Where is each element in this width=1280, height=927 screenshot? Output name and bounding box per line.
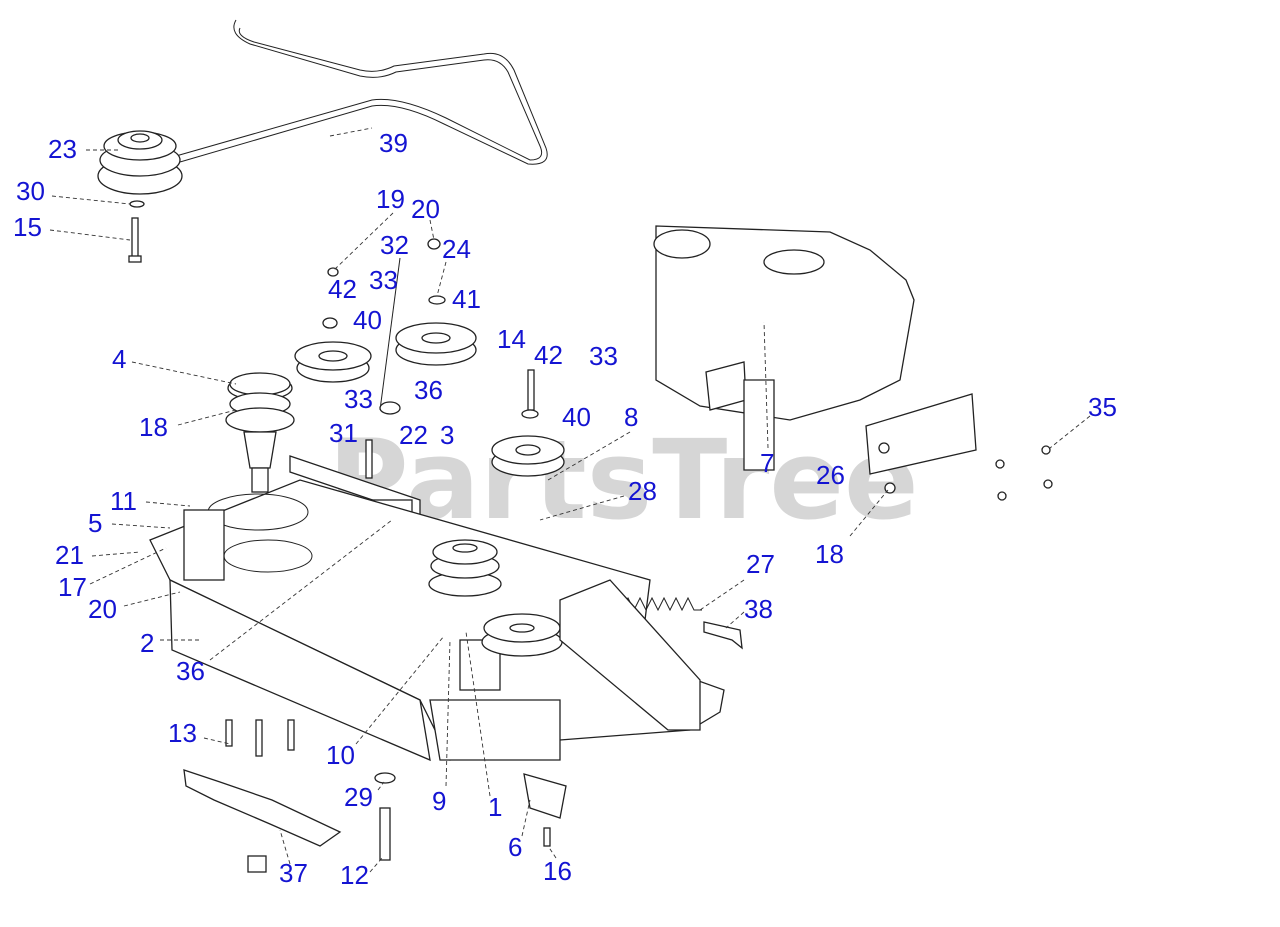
callout-42-left: 42 [328,274,357,304]
callout-40-right: 40 [562,402,591,432]
callout-3: 3 [440,420,454,450]
drive-belt [175,19,548,165]
spindle-center [428,539,502,597]
nut-42-right [521,409,539,419]
bolt-15 [128,217,142,263]
detail-inset [653,225,1053,501]
callout-28: 28 [628,476,657,506]
callout-20-top: 20 [411,194,440,224]
bracket-6 [523,773,567,819]
leader-lines [49,127,1091,873]
callout-18-right: 18 [815,539,844,569]
callout-39: 39 [379,128,408,158]
callout-26: 26 [816,460,845,490]
callout-9: 9 [432,786,446,816]
callout-21: 21 [55,540,84,570]
callout-31: 31 [329,418,358,448]
bolts-13 [225,719,295,757]
washer-29 [374,772,396,784]
nut-42 [322,317,338,329]
callout-33-right: 33 [589,341,618,371]
callout-16: 16 [543,856,572,886]
callout-36-top: 36 [414,375,443,405]
callout-33-mid: 33 [344,384,373,414]
spring-bracket-38 [703,621,743,650]
callout-30: 30 [16,176,45,206]
callout-1: 1 [488,792,502,822]
callout-19: 19 [376,184,405,214]
mower-deck [149,479,725,762]
callout-17: 17 [58,572,87,602]
callout-35: 35 [1088,392,1117,422]
callout-15: 15 [13,212,42,242]
callout-2: 2 [140,628,154,658]
callout-37: 37 [279,858,308,888]
bolt-12 [379,807,391,861]
idler-pulley-40-right [491,435,565,477]
callout-33-top: 33 [369,265,398,295]
callout-32: 32 [380,230,409,260]
callout-12: 12 [340,860,369,890]
callout-24: 24 [442,234,471,264]
side-bracket [559,579,701,731]
blade-37 [183,769,342,873]
callout-13: 13 [168,718,197,748]
bolt-16 [543,827,551,847]
callout-22: 22 [399,420,428,450]
washer-24 [428,295,446,305]
spindle-right [481,613,563,657]
callout-14: 14 [497,324,526,354]
callout-18-left: 18 [139,412,168,442]
callout-27: 27 [746,549,775,579]
washer-30 [129,200,145,208]
nut-20 [427,238,441,250]
callout-5: 5 [88,508,102,538]
callout-11: 11 [110,486,137,516]
callout-7: 7 [760,448,774,478]
bolt-14 [527,369,535,411]
callout-4: 4 [112,344,126,374]
nut-19 [327,267,339,277]
pto-clutch [97,130,183,195]
callout-36-bottom: 36 [176,656,205,686]
callout-8: 8 [624,402,638,432]
callout-41: 41 [452,284,481,314]
callout-20-left: 20 [88,594,117,624]
callout-40-left: 40 [353,305,382,335]
spindle-left [225,372,295,493]
callout-23: 23 [48,134,77,164]
plate-26 [865,393,977,475]
callout-6: 6 [508,832,522,862]
callout-29: 29 [344,782,373,812]
callouts: 23 30 15 39 19 20 32 24 33 42 41 40 14 4… [13,128,1117,890]
callout-42-right: 42 [534,340,563,370]
idler-pulley-41 [395,322,477,366]
rod-32 [379,257,401,411]
idler-pulley-40-left [294,341,372,383]
callout-38: 38 [744,594,773,624]
callout-10: 10 [326,740,355,770]
